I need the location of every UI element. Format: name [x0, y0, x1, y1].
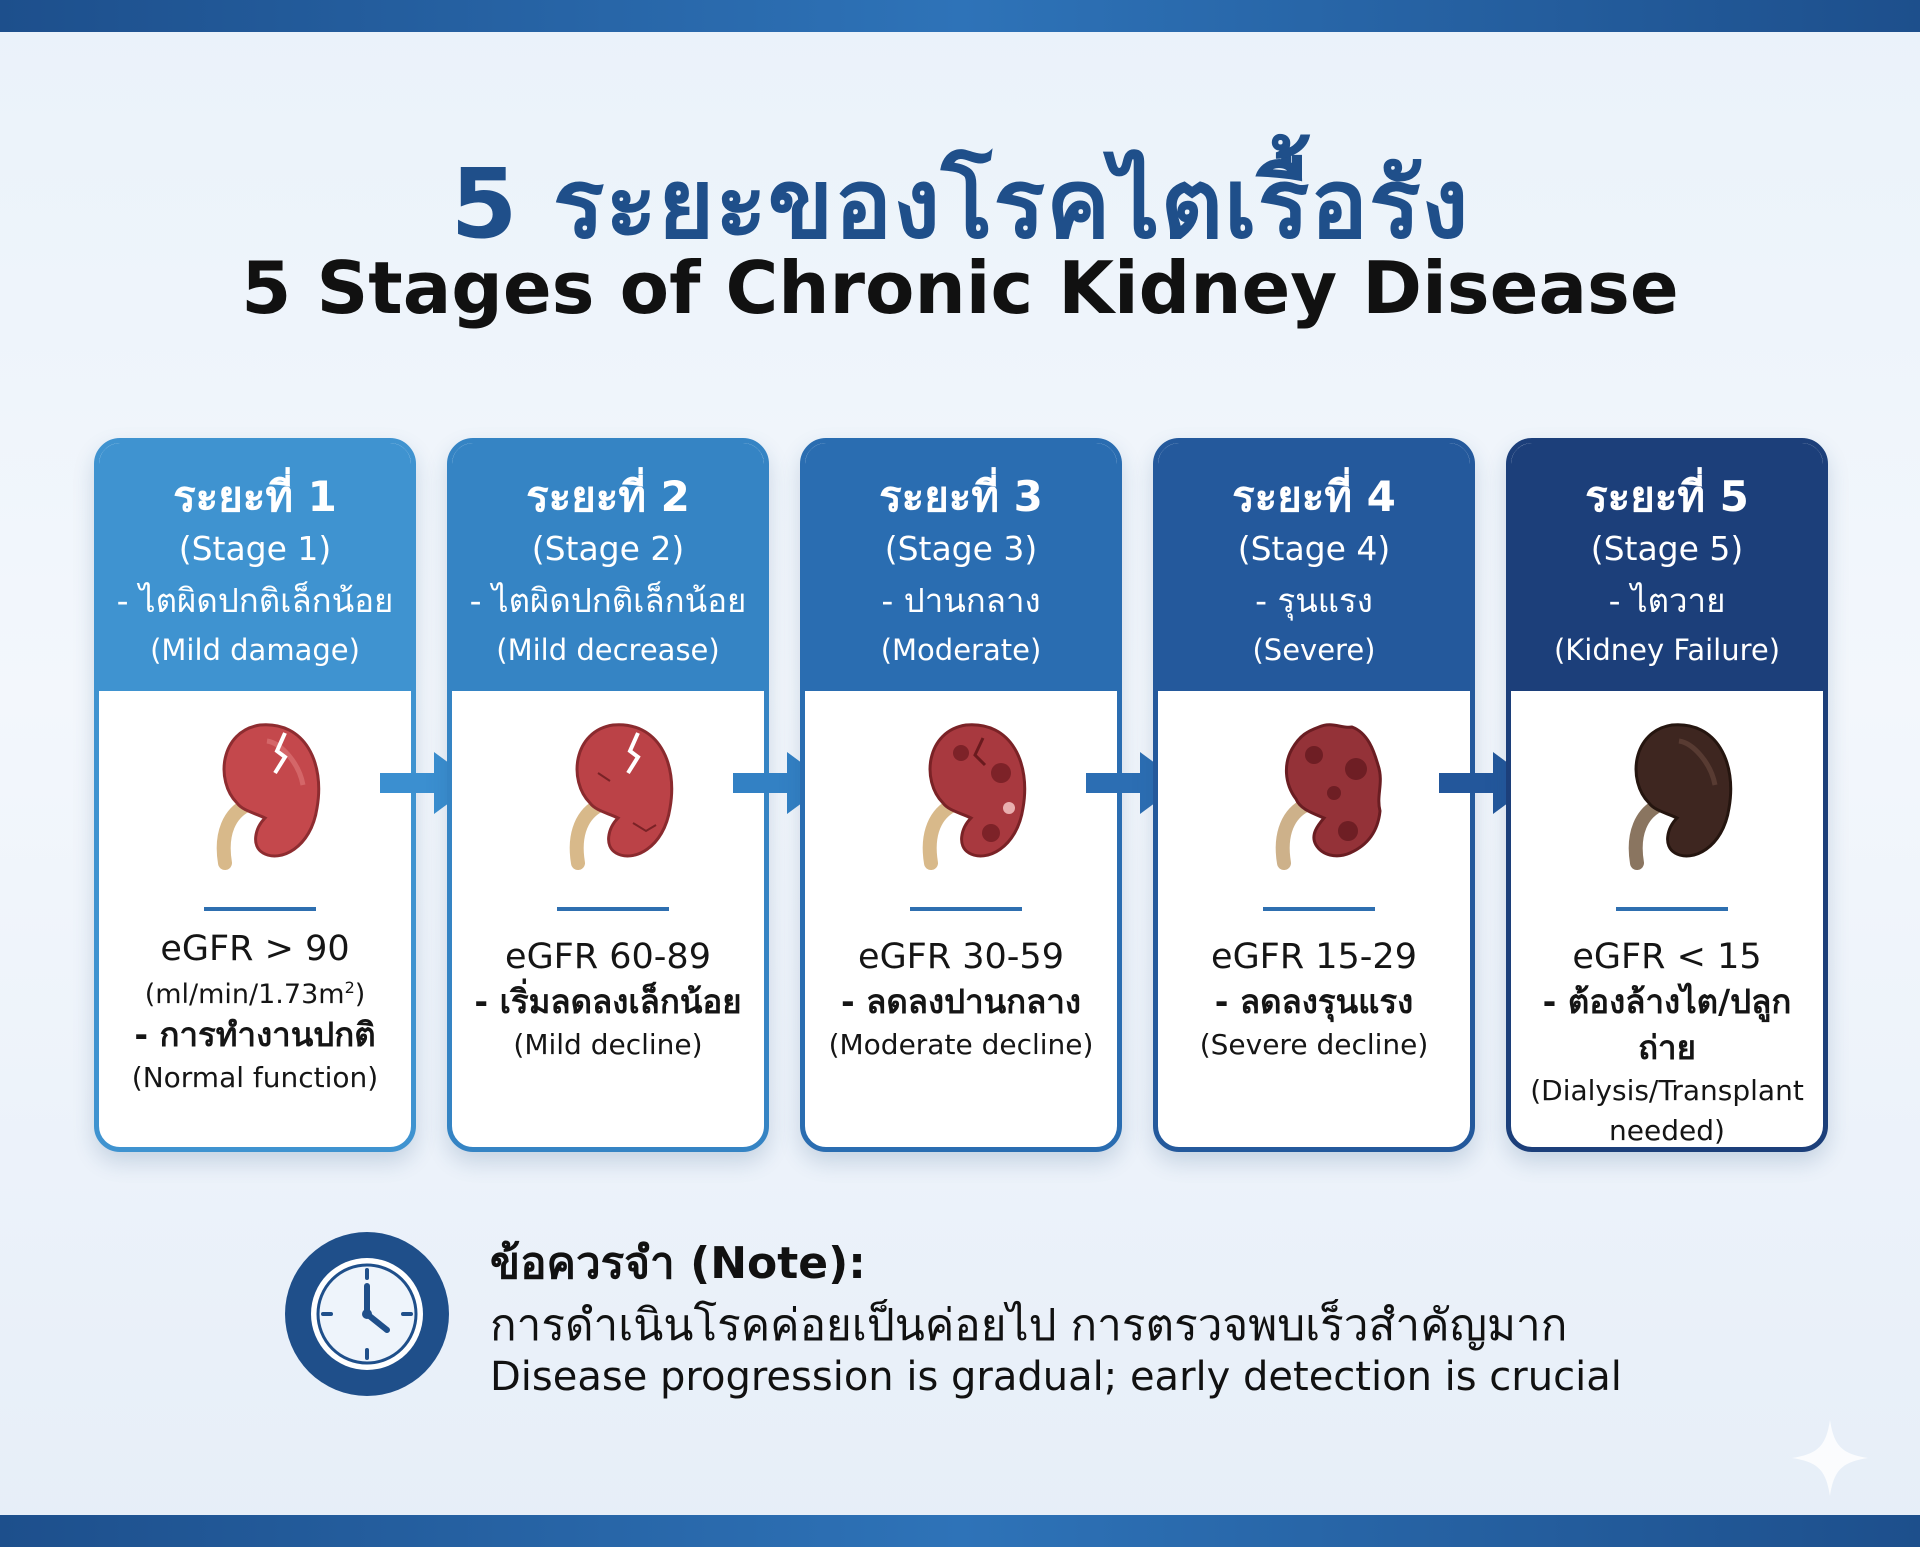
- top-accent-bar: [0, 0, 1920, 32]
- stage-header-5: ระยะที่ 5 (Stage 5) - ไตวาย (Kidney Fail…: [1511, 443, 1823, 691]
- stage-number-english: (Stage 1): [178, 529, 332, 568]
- function-english: (Dialysis/Transplant needed): [1530, 1074, 1804, 1147]
- stage-body-1: eGFR > 90 (ml/min/1.73m2) - การทำงานปกติ…: [99, 691, 411, 1147]
- egfr-value: eGFR > 90: [160, 929, 350, 969]
- kidney-severe-icon: [1275, 723, 1382, 870]
- function-thai: - ลดลงรุนแรง: [1214, 982, 1414, 1021]
- title-thai: 5 ระยะของโรคไตเรื้อรัง: [450, 148, 1470, 260]
- stage-body-2: eGFR 60-89 - เริ่มลดลงเล็กน้อย (Mild dec…: [452, 691, 764, 1147]
- egfr-value: eGFR 15-29: [1211, 937, 1417, 977]
- stage-header-3: ระยะที่ 3 (Stage 3) - ปานกลาง (Moderate): [805, 443, 1117, 691]
- divider: [1616, 907, 1728, 911]
- function-english: (Mild decline): [513, 1028, 703, 1061]
- stage-description-english: (Mild decrease): [496, 633, 720, 667]
- stage-number-thai: ระยะที่ 3: [879, 472, 1043, 521]
- note-title: ข้อควรจำ (Note):: [490, 1238, 866, 1289]
- function-thai: - ต้องล้างไต/ปลูกถ่าย: [1542, 982, 1792, 1067]
- stage-card-2: ระยะที่ 2 (Stage 2) - ไตผิดปกติเล็กน้อย …: [447, 438, 769, 1152]
- stage-number-thai: ระยะที่ 4: [1232, 472, 1396, 521]
- kidney-healthy-icon: [216, 723, 321, 870]
- stage-header-1: ระยะที่ 1 (Stage 1) - ไตผิดปกติเล็กน้อย …: [99, 443, 411, 691]
- stage-description-thai: - รุนแรง: [1255, 581, 1373, 620]
- clock-icon: [285, 1232, 449, 1396]
- stage-number-english: (Stage 3): [884, 529, 1038, 568]
- stage-number-english: (Stage 5): [1590, 529, 1744, 568]
- stage-card-1: ระยะที่ 1 (Stage 1) - ไตผิดปกติเล็กน้อย …: [94, 438, 416, 1152]
- stage-card-4: ระยะที่ 4 (Stage 4) - รุนแรง (Severe) eG…: [1153, 438, 1475, 1152]
- stage-description-thai: - ไตผิดปกติเล็กน้อย: [469, 581, 747, 620]
- stage-card-5: ระยะที่ 5 (Stage 5) - ไตวาย (Kidney Fail…: [1506, 438, 1828, 1152]
- bottom-accent-bar: [0, 1515, 1920, 1547]
- function-thai: - การทำงานปกติ: [134, 1015, 376, 1054]
- stage-number-thai: ระยะที่ 1: [173, 472, 337, 521]
- note-text-english: Disease progression is gradual; early de…: [490, 1354, 1622, 1400]
- title-english: 5 Stages of Chronic Kidney Disease: [241, 246, 1679, 330]
- stage-number-english: (Stage 4): [1237, 529, 1391, 568]
- divider: [204, 907, 316, 911]
- divider: [910, 907, 1022, 911]
- egfr-value: eGFR < 15: [1572, 937, 1762, 977]
- stage-number-thai: ระยะที่ 5: [1585, 472, 1749, 521]
- stage-description-thai: - ไตผิดปกติเล็กน้อย: [116, 581, 394, 620]
- stage-number-english: (Stage 2): [531, 529, 685, 568]
- function-thai: - เริ่มลดลงเล็กน้อย: [474, 982, 742, 1021]
- function-english: (Severe decline): [1199, 1028, 1429, 1061]
- function-english: (Moderate decline): [828, 1028, 1094, 1061]
- kidney-mild-icon: [569, 723, 674, 870]
- kidney-failure-icon: [1628, 723, 1733, 870]
- egfr-value: eGFR 60-89: [505, 937, 711, 977]
- stage-description-thai: - ปานกลาง: [881, 581, 1041, 620]
- function-english: (Normal function): [131, 1061, 379, 1094]
- stage-description-english: (Severe): [1252, 633, 1376, 667]
- egfr-value: eGFR 30-59: [858, 937, 1064, 977]
- stage-body-5: eGFR < 15 - ต้องล้างไต/ปลูกถ่าย (Dialysi…: [1511, 691, 1823, 1147]
- stage-card-3: ระยะที่ 3 (Stage 3) - ปานกลาง (Moderate)…: [800, 438, 1122, 1152]
- stage-header-4: ระยะที่ 4 (Stage 4) - รุนแรง (Severe): [1158, 443, 1470, 691]
- stage-body-3: eGFR 30-59 - ลดลงปานกลาง (Moderate decli…: [805, 691, 1117, 1147]
- kidney-moderate-icon: [922, 723, 1027, 870]
- note-text-thai: การดำเนินโรคค่อยเป็นค่อยไป การตรวจพบเร็ว…: [490, 1300, 1568, 1351]
- stage-number-thai: ระยะที่ 2: [526, 472, 690, 521]
- divider: [1263, 907, 1375, 911]
- stage-header-2: ระยะที่ 2 (Stage 2) - ไตผิดปกติเล็กน้อย …: [452, 443, 764, 691]
- stage-description-english: (Kidney Failure): [1553, 633, 1781, 667]
- stage-body-4: eGFR 15-29 - ลดลงรุนแรง (Severe decline): [1158, 691, 1470, 1147]
- stage-description-thai: - ไตวาย: [1608, 581, 1726, 620]
- sparkle-icon: [1792, 1420, 1868, 1496]
- stage-description-english: (Moderate): [880, 633, 1042, 667]
- stage-description-english: (Mild damage): [150, 633, 360, 667]
- function-thai: - ลดลงปานกลาง: [840, 982, 1082, 1021]
- egfr-units: (ml/min/1.73m2): [144, 978, 366, 1010]
- divider: [557, 907, 669, 911]
